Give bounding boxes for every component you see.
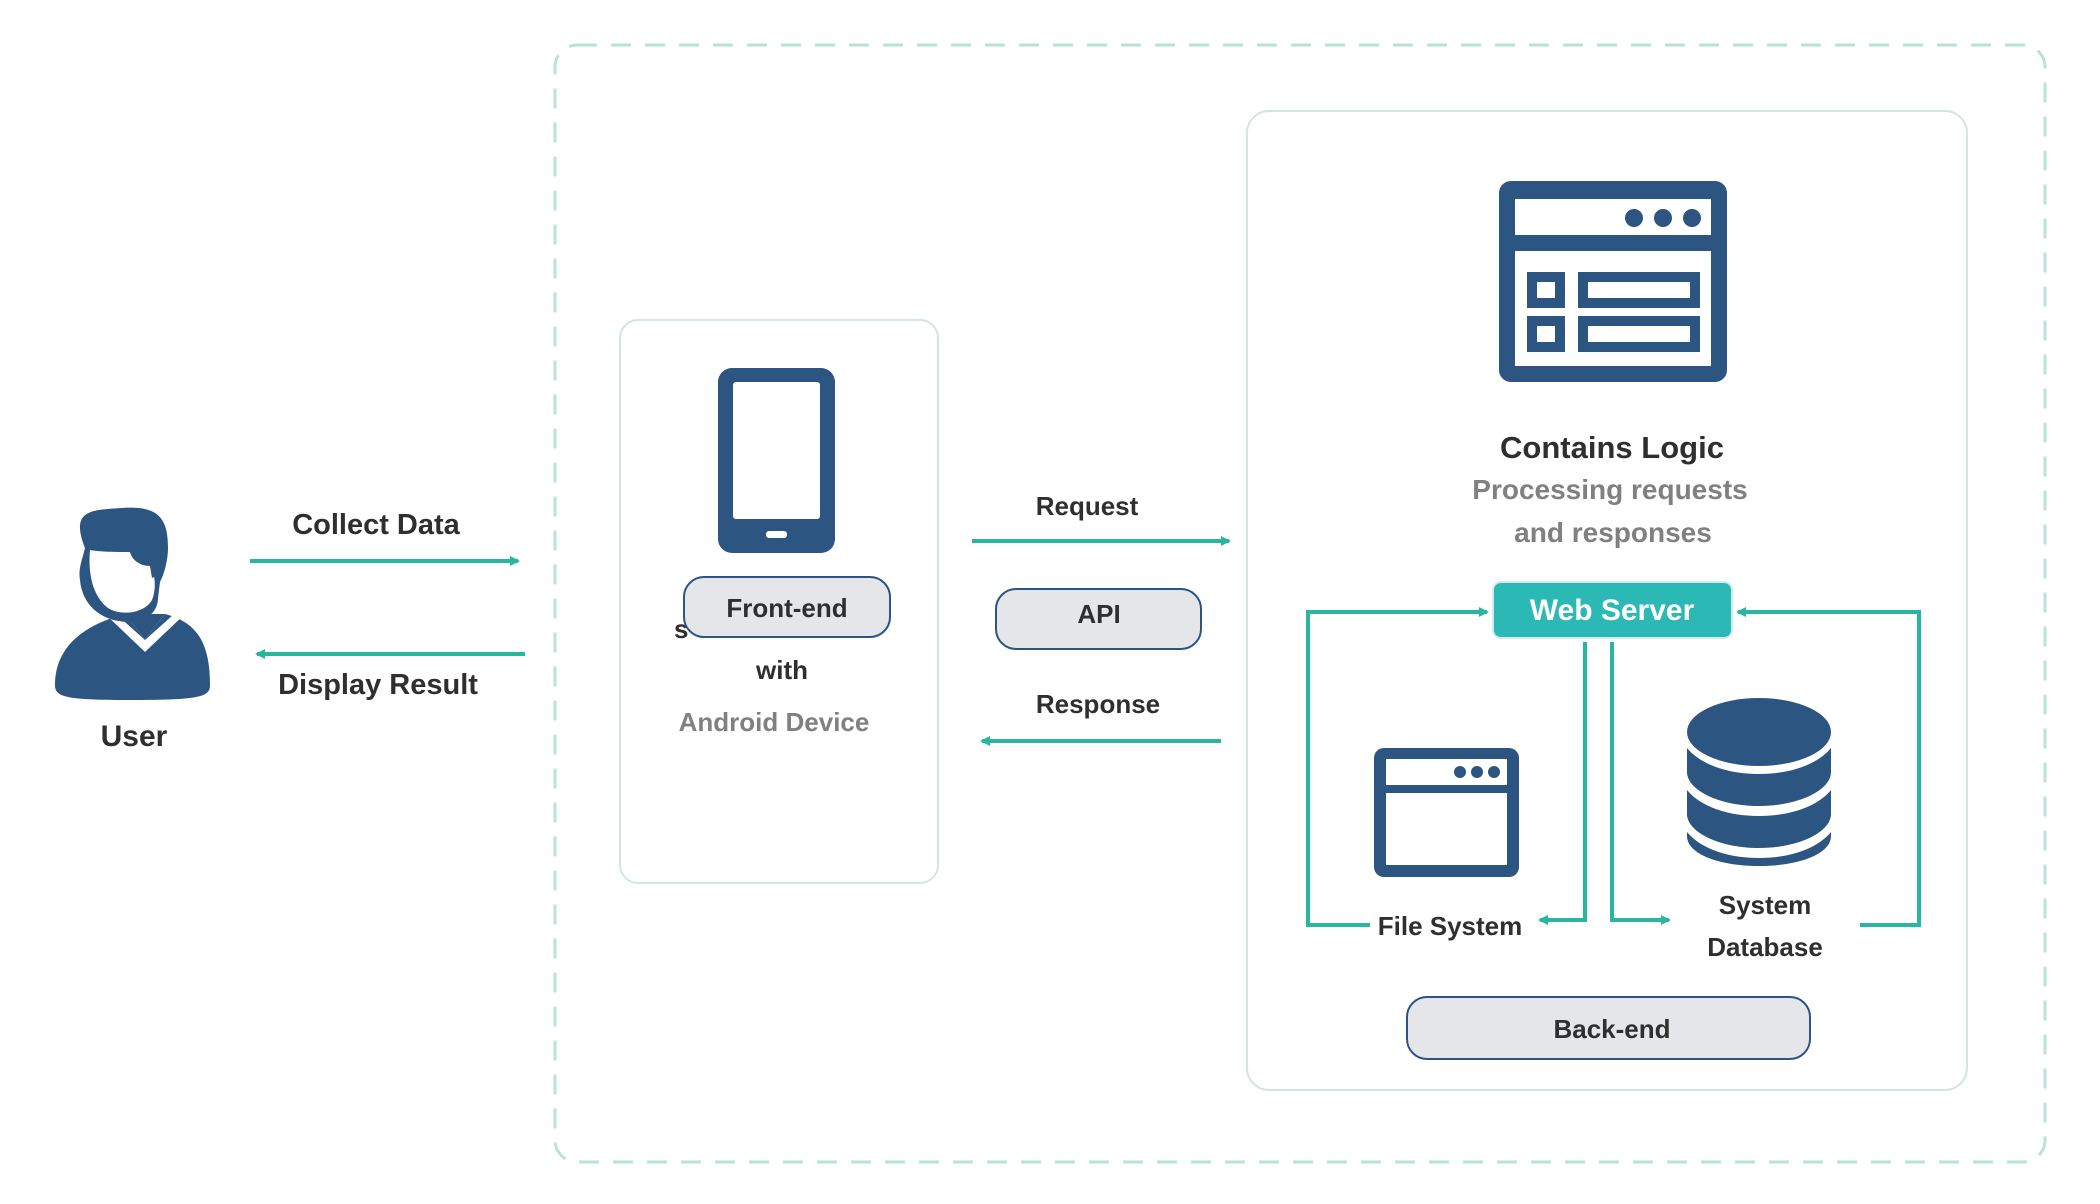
backend-badge — [1406, 996, 1811, 1060]
person-icon — [55, 507, 210, 700]
database-label-line1: System — [1719, 890, 1812, 920]
frontend-with-label: with — [755, 655, 808, 685]
database-label-line2: Database — [1707, 932, 1823, 962]
response-label: Response — [1036, 689, 1160, 719]
frontend-badge — [683, 576, 891, 638]
database-loop-connector — [1736, 607, 1921, 927]
server-to-file-system-connector — [1538, 642, 1587, 925]
browser-window-icon — [1374, 748, 1519, 877]
api-badge-label: API — [1077, 599, 1120, 629]
database-icon — [1687, 698, 1831, 866]
collect-data-label: Collect Data — [292, 509, 460, 541]
frontend-device-label: Android Device — [679, 707, 870, 737]
display-result-label: Display Result — [278, 669, 478, 701]
user-label: User — [101, 720, 168, 753]
system-boundary — [553, 43, 2047, 1164]
frontend-badge-label: Front-end — [726, 593, 847, 623]
server-to-database-connector — [1610, 642, 1671, 925]
backend-badge-label: Back-end — [1553, 1014, 1670, 1044]
file-system-loop-connector — [1306, 607, 1489, 927]
web-server-label: Web Server — [1530, 594, 1695, 627]
browser-window-icon — [1499, 181, 1727, 382]
api-badge — [995, 588, 1202, 650]
request-label: Request — [1036, 491, 1139, 521]
backend-subtitle-line2: and responses — [1514, 517, 1712, 548]
web-server-box — [1492, 581, 1733, 639]
file-system-label: File System — [1378, 911, 1523, 941]
backend-title: Contains Logic — [1500, 430, 1724, 465]
smartphone-icon — [718, 368, 835, 553]
backend-subtitle-line1: Processing requests — [1472, 474, 1747, 505]
